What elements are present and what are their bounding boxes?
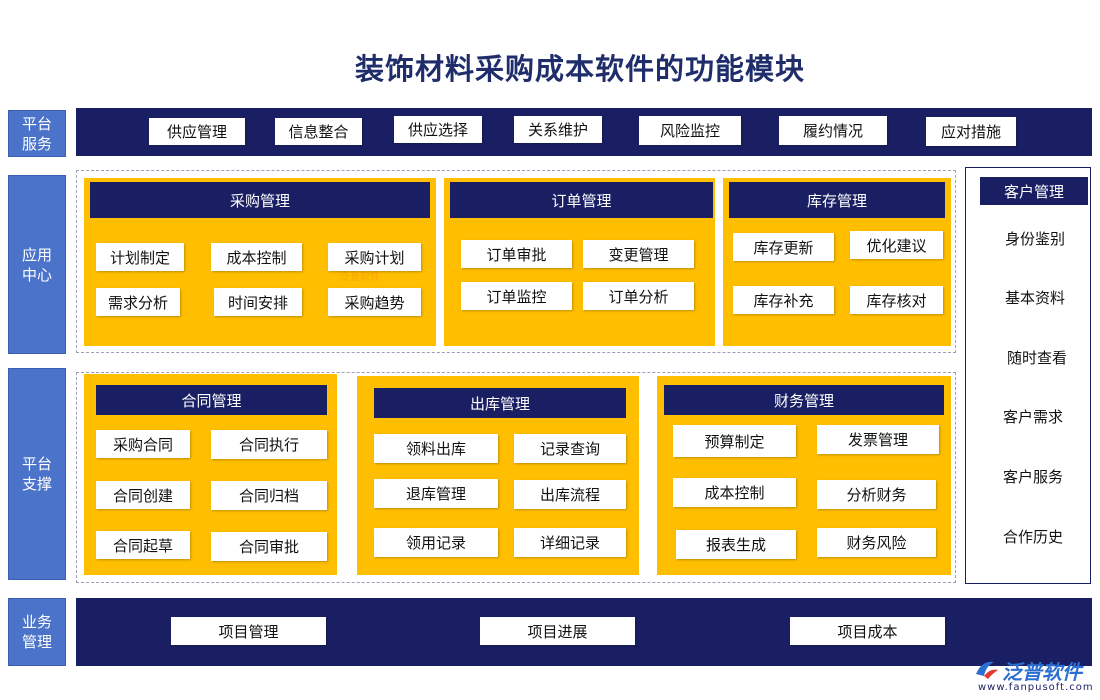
contract-item-create[interactable]: 合同创建 bbox=[96, 481, 190, 509]
row-label-platform-service: 平台 服务 bbox=[8, 110, 66, 157]
inventory-item-check[interactable]: 库存核对 bbox=[850, 286, 943, 314]
service-item-countermeasures[interactable]: 应对措施 bbox=[926, 117, 1016, 146]
finance-item-analysis[interactable]: 分析财务 bbox=[817, 480, 936, 509]
customer-item-identity[interactable]: 身份鉴别 bbox=[1004, 230, 1065, 248]
contract-item-draft[interactable]: 合同起草 bbox=[96, 531, 190, 559]
order-item-analysis[interactable]: 订单分析 bbox=[583, 282, 694, 310]
purchase-item-cost-control[interactable]: 成本控制 bbox=[211, 243, 302, 271]
inventory-item-optimize[interactable]: 优化建议 bbox=[850, 231, 943, 259]
finance-item-cost-control[interactable]: 成本控制 bbox=[673, 478, 796, 507]
customer-panel-title: 客户管理 bbox=[980, 177, 1088, 205]
contract-item-execute[interactable]: 合同执行 bbox=[211, 430, 327, 459]
finance-item-report[interactable]: 报表生成 bbox=[676, 530, 796, 559]
order-item-monitor[interactable]: 订单监控 bbox=[461, 282, 572, 310]
brand-mark-icon bbox=[976, 661, 998, 679]
customer-item-history[interactable]: 合作历史 bbox=[1002, 528, 1063, 546]
outbound-item-detail-record[interactable]: 详细记录 bbox=[514, 528, 626, 557]
service-item-performance[interactable]: 履约情况 bbox=[779, 116, 887, 145]
brand-name: 泛普软件 bbox=[1002, 660, 1082, 684]
contract-item-purchase[interactable]: 采购合同 bbox=[96, 430, 190, 458]
customer-panel bbox=[965, 167, 1091, 584]
customer-item-service[interactable]: 客户服务 bbox=[1002, 468, 1063, 486]
panel-order-title: 订单管理 bbox=[450, 182, 713, 218]
business-item-project-cost[interactable]: 项目成本 bbox=[790, 617, 945, 645]
business-item-project-mgmt[interactable]: 项目管理 bbox=[171, 617, 326, 645]
panel-contract-title: 合同管理 bbox=[96, 385, 327, 415]
finance-item-risk[interactable]: 财务风险 bbox=[817, 528, 936, 557]
purchase-item-trend[interactable]: 采购趋势 bbox=[328, 288, 421, 316]
outbound-item-process[interactable]: 出库流程 bbox=[514, 480, 626, 509]
panel-finance-title: 财务管理 bbox=[664, 385, 944, 415]
outbound-item-return-mgmt[interactable]: 退库管理 bbox=[374, 479, 498, 508]
watermark-logo: 泛普软件 bbox=[340, 272, 380, 283]
business-item-project-progress[interactable]: 项目进展 bbox=[480, 617, 635, 645]
purchase-item-schedule[interactable]: 时间安排 bbox=[214, 288, 302, 316]
brand-logo: 泛普软件 www.fanpusoft.com bbox=[972, 656, 1096, 696]
service-item-risk-monitor[interactable]: 风险监控 bbox=[639, 116, 741, 145]
outbound-item-material-out[interactable]: 领料出库 bbox=[374, 434, 498, 463]
app-center-container bbox=[76, 170, 956, 353]
inventory-item-update[interactable]: 库存更新 bbox=[733, 233, 834, 261]
customer-item-needs[interactable]: 客户需求 bbox=[1002, 408, 1063, 426]
row-label-platform-support: 平台 支撑 bbox=[8, 368, 66, 580]
contract-item-archive[interactable]: 合同归档 bbox=[211, 481, 327, 510]
panel-purchase-title: 采购管理 bbox=[90, 182, 430, 218]
inventory-item-replenish[interactable]: 库存补充 bbox=[733, 286, 834, 314]
platform-support-container bbox=[76, 372, 956, 583]
panel-inventory-title: 库存管理 bbox=[729, 182, 945, 218]
service-item-info-integration[interactable]: 信息整合 bbox=[275, 118, 362, 145]
outbound-item-record-query[interactable]: 记录查询 bbox=[514, 434, 626, 463]
row-label-app-center: 应用 中心 bbox=[8, 175, 66, 354]
customer-item-view[interactable]: 随时查看 bbox=[1006, 349, 1067, 367]
service-item-supply-selection[interactable]: 供应选择 bbox=[394, 116, 482, 143]
service-item-supply-mgmt[interactable]: 供应管理 bbox=[149, 118, 245, 145]
purchase-item-purchase-plan[interactable]: 采购计划 bbox=[328, 243, 421, 271]
brand-url: www.fanpusoft.com bbox=[978, 682, 1094, 693]
row-label-business-mgmt: 业务 管理 bbox=[8, 598, 66, 666]
order-item-change-mgmt[interactable]: 变更管理 bbox=[583, 240, 694, 268]
order-item-approval[interactable]: 订单审批 bbox=[461, 240, 572, 268]
purchase-item-demand-analysis[interactable]: 需求分析 bbox=[96, 288, 180, 316]
customer-item-basic-info[interactable]: 基本资料 bbox=[1004, 289, 1065, 307]
page-title: 装饰材料采购成本软件的功能模块 bbox=[354, 52, 805, 86]
contract-item-approval[interactable]: 合同审批 bbox=[211, 532, 327, 561]
service-item-relationship[interactable]: 关系维护 bbox=[514, 116, 602, 143]
purchase-item-plan[interactable]: 计划制定 bbox=[96, 243, 184, 271]
panel-outbound-title: 出库管理 bbox=[374, 388, 626, 418]
finance-item-budget[interactable]: 预算制定 bbox=[673, 425, 796, 457]
finance-item-invoice[interactable]: 发票管理 bbox=[817, 425, 939, 454]
outbound-item-usage-record[interactable]: 领用记录 bbox=[374, 528, 498, 557]
